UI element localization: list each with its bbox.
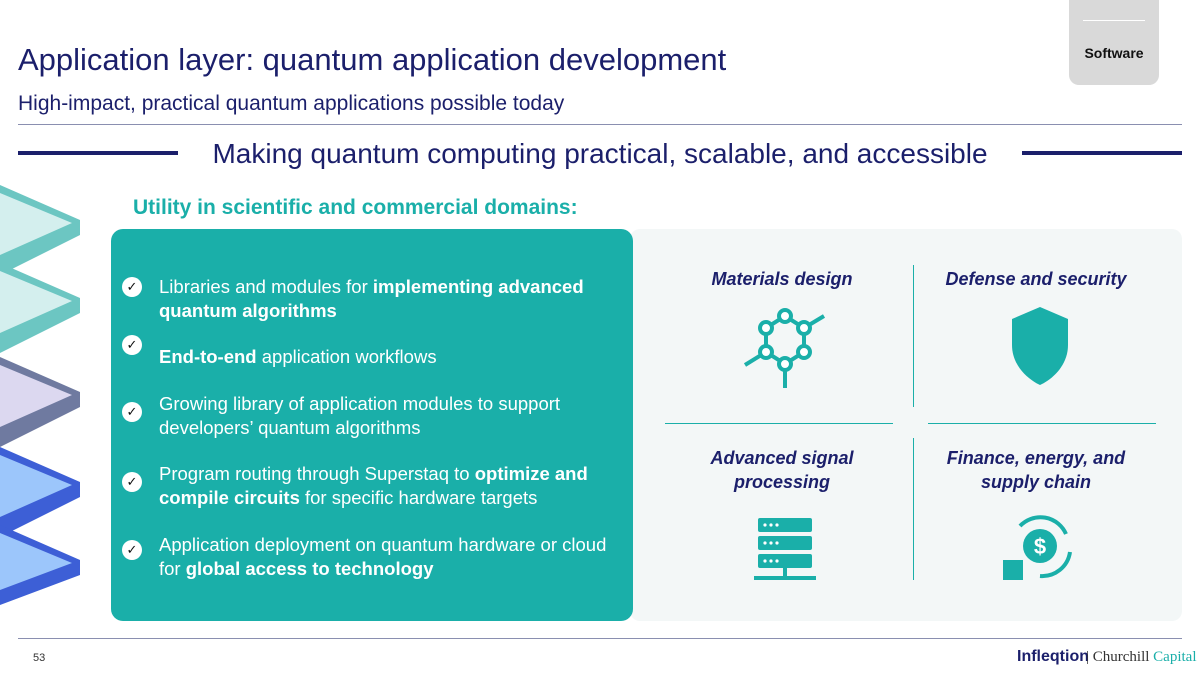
header-divider: [18, 124, 1182, 125]
partner-name-accent: Capital: [1153, 649, 1197, 665]
bullet-text: Program routing through Superstaq to: [159, 463, 475, 484]
domain-materials: Materials design: [711, 269, 853, 289]
domain-finance: Finance, energy, and supply chain: [946, 448, 1126, 492]
bullet-bold: optimize and compile circuits: [159, 463, 588, 508]
check-icon: ✓: [122, 277, 142, 297]
svg-text:$: $: [1034, 534, 1046, 559]
divider: [913, 438, 914, 580]
features-box: ✓ Libraries and modules for implementing …: [111, 229, 633, 621]
layer-4: [0, 447, 80, 537]
banner-text: Making quantum computing practical, scal…: [212, 138, 988, 169]
layer-stack-graphic: [0, 185, 80, 605]
bullet-bold: global access to technology: [185, 558, 434, 579]
check-icon: ✓: [122, 540, 142, 560]
partner-name: | Churchill: [1086, 649, 1154, 665]
domains-panel: [630, 229, 1182, 621]
banner-bar-right: [1022, 151, 1182, 155]
divider: [665, 423, 893, 424]
footer-divider: [18, 638, 1182, 639]
layer-5: [0, 525, 80, 605]
shield-icon: [1012, 307, 1068, 385]
bullet-text: for specific hardware targets: [299, 487, 538, 508]
bullet-bold: implementing advanced quantum algorithms: [159, 276, 584, 321]
infleqtion-logo: Infleqtion: [1017, 648, 1089, 665]
molecule-icon: [743, 308, 826, 388]
bullet-text: Libraries and modules for: [159, 276, 373, 297]
churchill-logo: | Churchill Capital: [1086, 649, 1197, 666]
bullet-item: ✓ Growing library of application modules …: [122, 392, 629, 440]
check-icon: ✓: [122, 335, 142, 355]
bullet-item: ✓ End-to-end application workflows: [122, 335, 629, 369]
section-title: Utility in scientific and commercial dom…: [133, 196, 578, 219]
bullet-text: application workflows: [256, 346, 437, 367]
page-subtitle: High-impact, practical quantum applicati…: [18, 92, 565, 115]
bullet-text: Growing library of application modules t…: [159, 393, 561, 438]
layer-3: [0, 357, 80, 447]
banner-bar-left: [18, 151, 178, 155]
bullet-bold: End-to-end: [159, 346, 257, 367]
domain-defense: Defense and security: [945, 269, 1127, 289]
bullet-item: ✓ Program routing through Superstaq to op…: [122, 462, 629, 510]
domain-signal: Advanced signal processing: [710, 448, 854, 492]
page-title: Application layer: quantum application d…: [18, 42, 727, 77]
divider: [928, 423, 1156, 424]
bullet-text: Application deployment on quantum hardwa…: [159, 534, 607, 579]
check-icon: ✓: [122, 402, 142, 422]
section-tag: Software: [1069, 0, 1159, 85]
divider: [913, 265, 914, 407]
bullet-item: ✓ Application deployment on quantum hardw…: [122, 533, 629, 581]
check-icon: ✓: [122, 472, 142, 492]
layer-2: [0, 263, 80, 353]
dollar-cycle-icon: $: [1003, 515, 1072, 580]
layer-1: [0, 185, 80, 275]
server-icon: [754, 518, 816, 580]
bullet-item: ✓ Libraries and modules for implementing …: [122, 275, 629, 323]
page-number: 53: [33, 652, 46, 664]
